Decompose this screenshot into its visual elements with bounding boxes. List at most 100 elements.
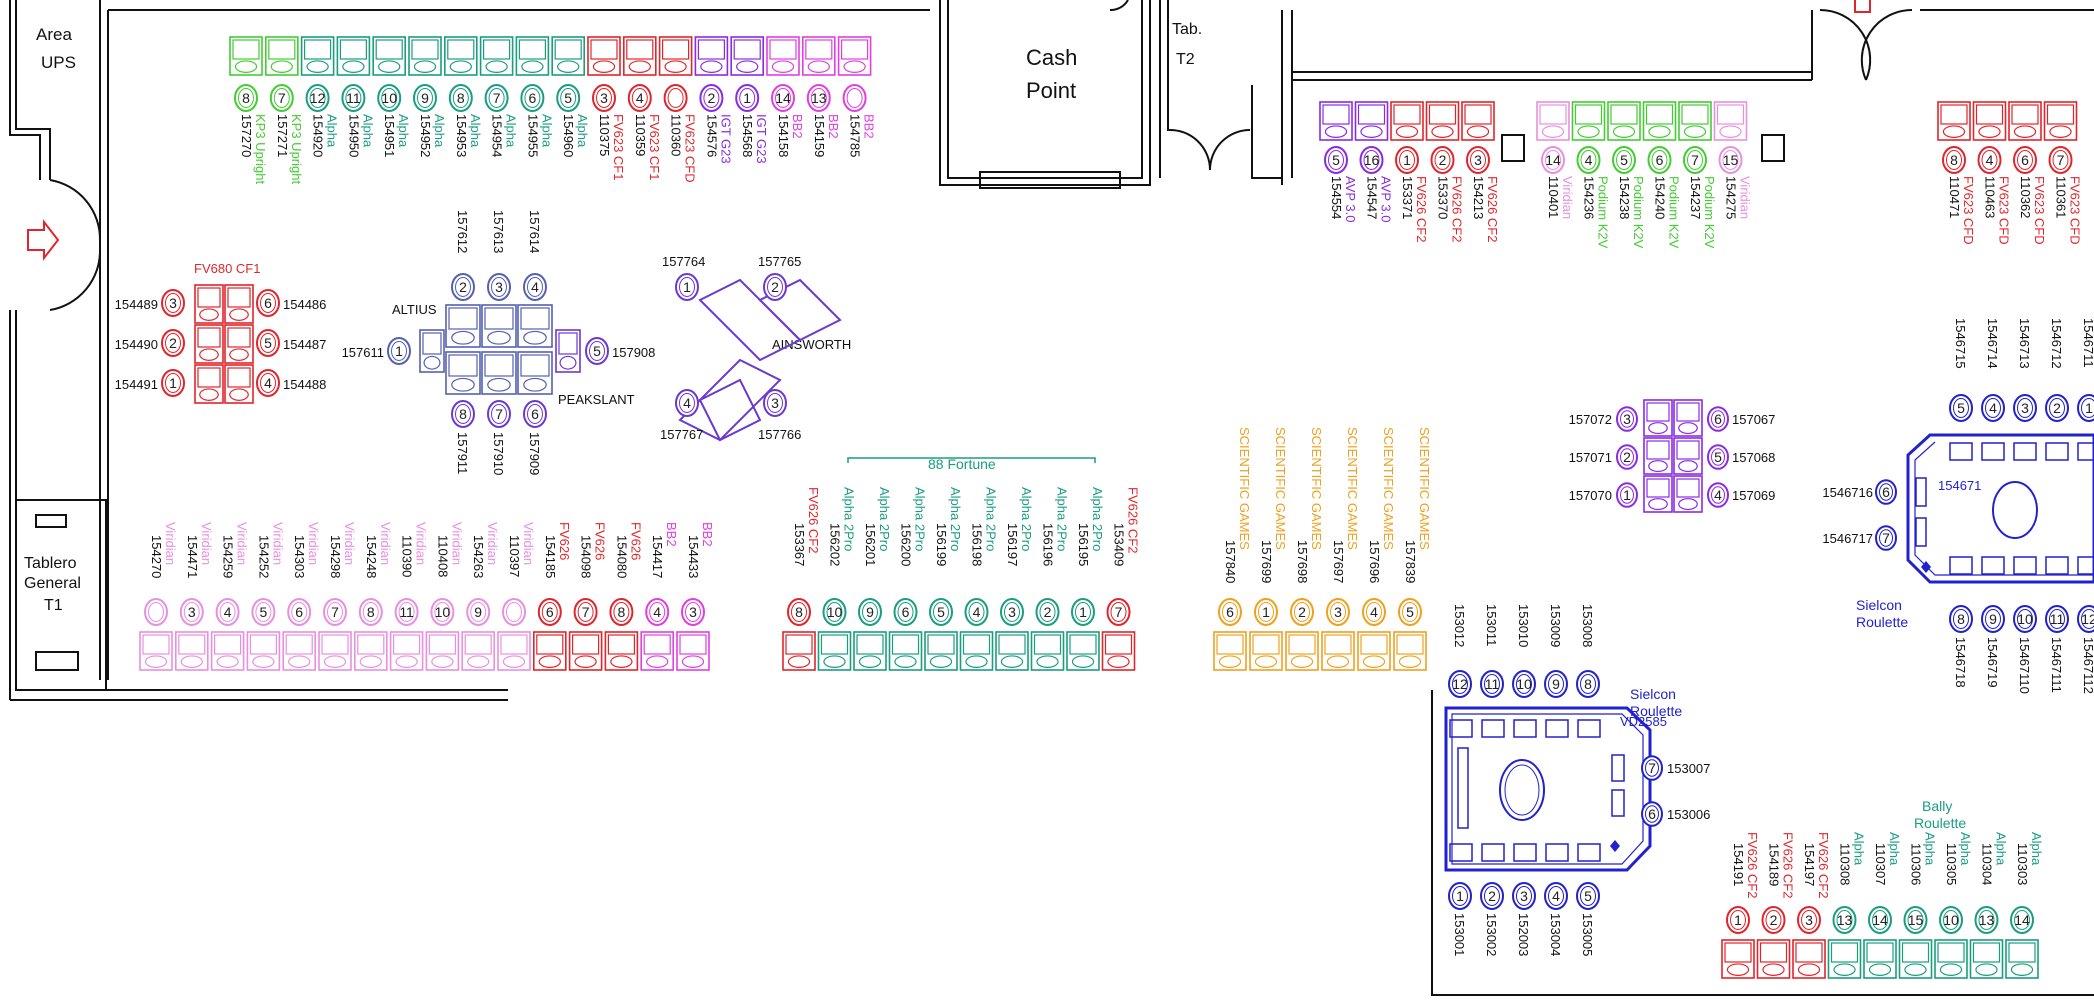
seat-circle-number: 6 [1226,604,1234,620]
machine-screen [197,367,221,388]
seat-circle-inner [1872,910,1888,930]
machine-id: 154252 [256,535,271,578]
seat-circle-number: 7 [493,90,501,106]
sielcon-bottom-label-2: Roulette [1630,703,1682,719]
seat-circle-inner [1711,448,1725,466]
machine-outline [995,631,1029,671]
machine-screen [1972,942,2001,963]
game-label: Viridian [378,522,393,565]
seat-circle-number: 5 [1332,152,1340,168]
machine-outline [1319,101,1353,141]
seat-circle-number: 7 [582,604,590,620]
machine-button [823,655,846,668]
cash-counter [979,171,1121,189]
machine-button [1797,963,1821,976]
machine-screen [197,287,221,308]
machine-outline [1354,101,1389,141]
game-label: Alpha 2Pro [984,487,999,551]
seat-circle-number: 4 [1552,888,1560,904]
machine-outline [1536,101,1570,141]
machine-screen [1676,440,1700,460]
machine-screen [1901,942,1930,963]
game-label: Viridian [235,522,250,565]
machine-id: 154576 [704,114,719,157]
seat-circle-number: 9 [421,90,429,106]
machine-outline [1393,631,1427,671]
sielcon-bottom-label-1: Sielcon [1630,686,1676,702]
seat-circle-number: 5 [1620,152,1628,168]
machine-id: 157699 [1259,540,1274,583]
slot-machine [1066,631,1100,671]
seat-circle-inner [260,373,276,393]
slot-machine [1863,939,1897,979]
machine-button [1683,125,1707,138]
machine-screen [1681,104,1709,125]
machine-outline [425,631,460,671]
machine-button [646,655,669,668]
machine-id: 153371 [1400,176,1415,219]
game-label: AVP 3.0 [1343,176,1358,223]
machine-outline [924,631,958,671]
slot-machine [622,36,657,76]
game-label: FV626 CF2 [1745,832,1760,898]
machine-screen [339,39,367,60]
machine-outline [555,329,581,373]
seat-circle-inner [2049,398,2065,418]
machine-screen [1830,942,1859,963]
machine-screen [1539,104,1567,125]
machine-outline [445,351,481,395]
seat-circle-number: 1 [1734,912,1742,928]
seat-circle-number: 12 [1452,676,1468,692]
machine-id: 157271 [275,114,290,157]
machine-button [664,60,687,73]
seat-circle-inner [1722,150,1739,170]
machine-id: 156197 [1005,523,1020,566]
machine-id: 157698 [1295,540,1310,583]
bally-label-2: Roulette [1914,815,1966,831]
table-slot [1577,719,1601,738]
machine-outline [194,324,224,364]
machine-id: 153010 [1516,604,1531,647]
seat-circle-inner [1484,886,1500,906]
machine-id: 1546716 [1822,485,1873,500]
seat-circle-inner [1548,886,1564,906]
game-label: Viridian [306,522,321,565]
machine-screen [1033,634,1062,655]
machine-id: 157911 [455,432,470,474]
machine-outline [229,36,263,76]
machine-id: 15467111 [2049,637,2064,693]
seat-circle-inner [434,602,451,622]
seat-circle-inner [1620,486,1634,504]
seat-circle-inner [452,88,469,108]
slot-machine [517,304,553,348]
machine-outline [224,364,254,404]
machine-id: 157270 [239,114,254,157]
slot-machine [497,631,531,671]
seat-circle-inner [1399,150,1415,170]
seat-circle-number: 8 [367,604,375,620]
machine-outline [532,631,567,671]
machine-screen [1937,942,1965,963]
seat-circle-inner [1258,602,1274,622]
machine-id: 154955 [525,114,540,157]
seat-circle-number: 2 [708,90,716,106]
seat-circle-number: 3 [1008,604,1016,620]
seat-circle-number: 3 [188,604,196,620]
machine-screen [214,634,242,655]
machine-screen [1216,634,1244,655]
machine-screen [1069,634,1097,655]
machine-outline [2043,101,2078,141]
seat-circle-inner [183,602,200,622]
machine-button [252,655,275,668]
game-label: BB2 [862,114,877,139]
table-slot [1611,789,1625,817]
machine-id: 157908 [612,345,655,360]
machine-outline [1390,101,1424,141]
seat-circle-inner [2017,609,2033,629]
tablero-label-2: General [24,575,81,592]
slot-machine [2008,101,2042,141]
machine-button [787,655,811,668]
game-label: KP3 Upright [253,114,268,184]
machine-id: 154197 [1802,843,1817,886]
slot-machine [481,351,517,395]
